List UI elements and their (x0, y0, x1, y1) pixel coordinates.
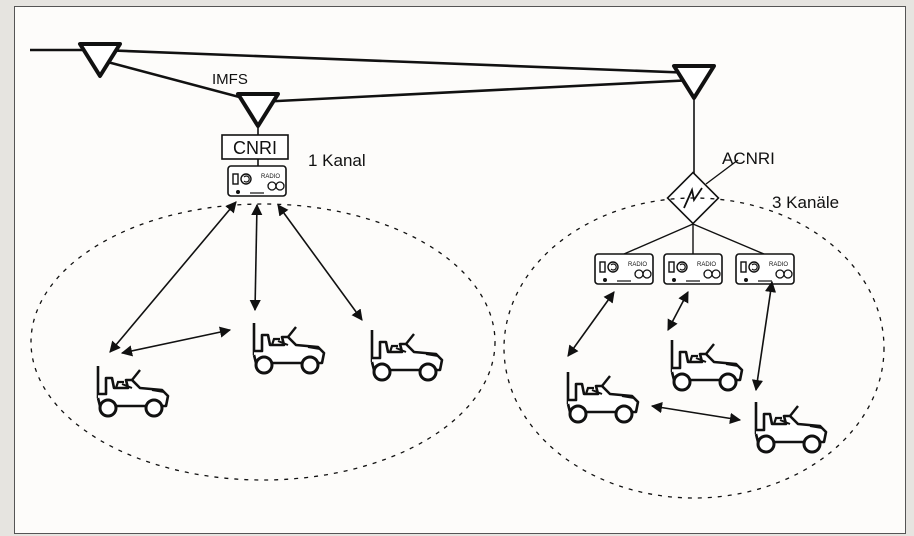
coverage-area-left (30, 203, 496, 481)
three-channels-label: 3 Kanäle (772, 193, 839, 212)
one-channel-label: 1 Kanal (308, 151, 366, 170)
radio-right-3: RADIO (735, 253, 795, 285)
cnri-label: CNRI (233, 138, 277, 158)
acnri-pointer (705, 159, 739, 185)
svg-text:RADIO: RADIO (628, 262, 647, 268)
imfs-label: IMFS (212, 71, 248, 88)
vehicle-right-3 (754, 400, 828, 454)
vehicle-left-1 (96, 364, 170, 418)
cnri-box (221, 134, 289, 160)
coverage-area-right (503, 197, 885, 499)
radio-right-1: RADIO (594, 253, 654, 285)
radio-links-right (567, 280, 777, 424)
vehicle-left-3 (370, 328, 444, 382)
vehicle-left-2 (252, 321, 326, 375)
vehicle-right-2 (670, 338, 744, 392)
svg-text:RADIO: RADIO (697, 262, 716, 268)
triangle-node-imfs (236, 92, 280, 128)
svg-text:RADIO: RADIO (769, 262, 788, 268)
radio-right-2: RADIO (663, 253, 723, 285)
triangle-node-left (78, 42, 122, 78)
acnri-links (623, 223, 765, 255)
svg-text:RADIO: RADIO (261, 174, 280, 180)
radio-links-left (109, 201, 363, 357)
vehicle-right-1 (566, 370, 640, 424)
acnri-label: ACNRI (722, 149, 775, 168)
backbone-links (30, 48, 695, 178)
radio-left: RADIO (227, 165, 287, 197)
